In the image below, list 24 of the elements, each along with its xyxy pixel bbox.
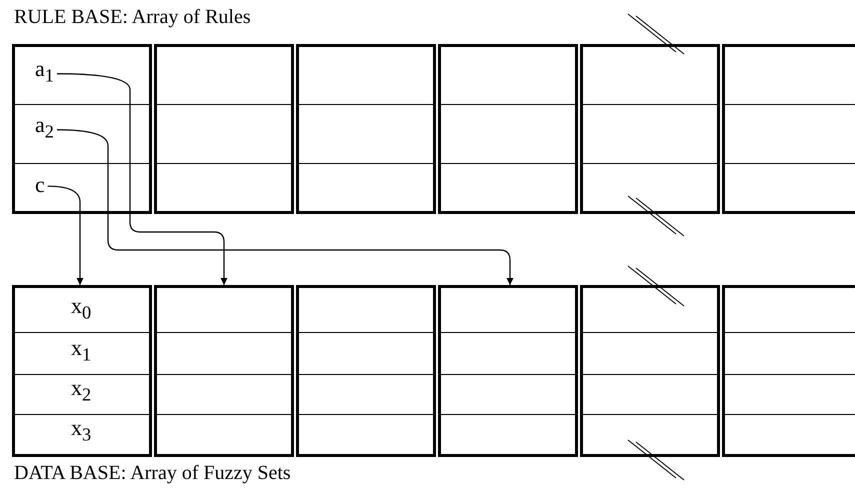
variable-label: c bbox=[35, 173, 45, 197]
array-slot bbox=[438, 44, 578, 214]
array-slot bbox=[296, 285, 436, 457]
variable-label: a$_{1}$ bbox=[35, 57, 54, 88]
variable-label: x$_{1}$ bbox=[71, 336, 92, 366]
array-slot bbox=[12, 44, 152, 214]
array-slot bbox=[154, 44, 294, 214]
array-slot bbox=[580, 285, 720, 457]
variable-label: a$_{2}$ bbox=[35, 113, 54, 144]
variable-label: x$_{0}$ bbox=[71, 294, 92, 324]
variable-label: x$_{2}$ bbox=[71, 376, 92, 406]
arrow bbox=[56, 129, 514, 285]
array-slot bbox=[438, 285, 578, 457]
array-slot bbox=[12, 285, 152, 457]
array-slot bbox=[722, 285, 855, 457]
arrow bbox=[56, 73, 228, 285]
array-slot bbox=[154, 285, 294, 457]
arrow bbox=[48, 186, 84, 285]
variable-label: x$_{3}$ bbox=[71, 416, 92, 446]
array-heading: RULE BASE: Array of Rules bbox=[14, 6, 251, 29]
array-heading: DATA BASE: Array of Fuzzy Sets bbox=[14, 462, 291, 485]
array-slot bbox=[296, 44, 436, 214]
array-slot bbox=[722, 44, 855, 214]
array-slot bbox=[580, 44, 720, 214]
